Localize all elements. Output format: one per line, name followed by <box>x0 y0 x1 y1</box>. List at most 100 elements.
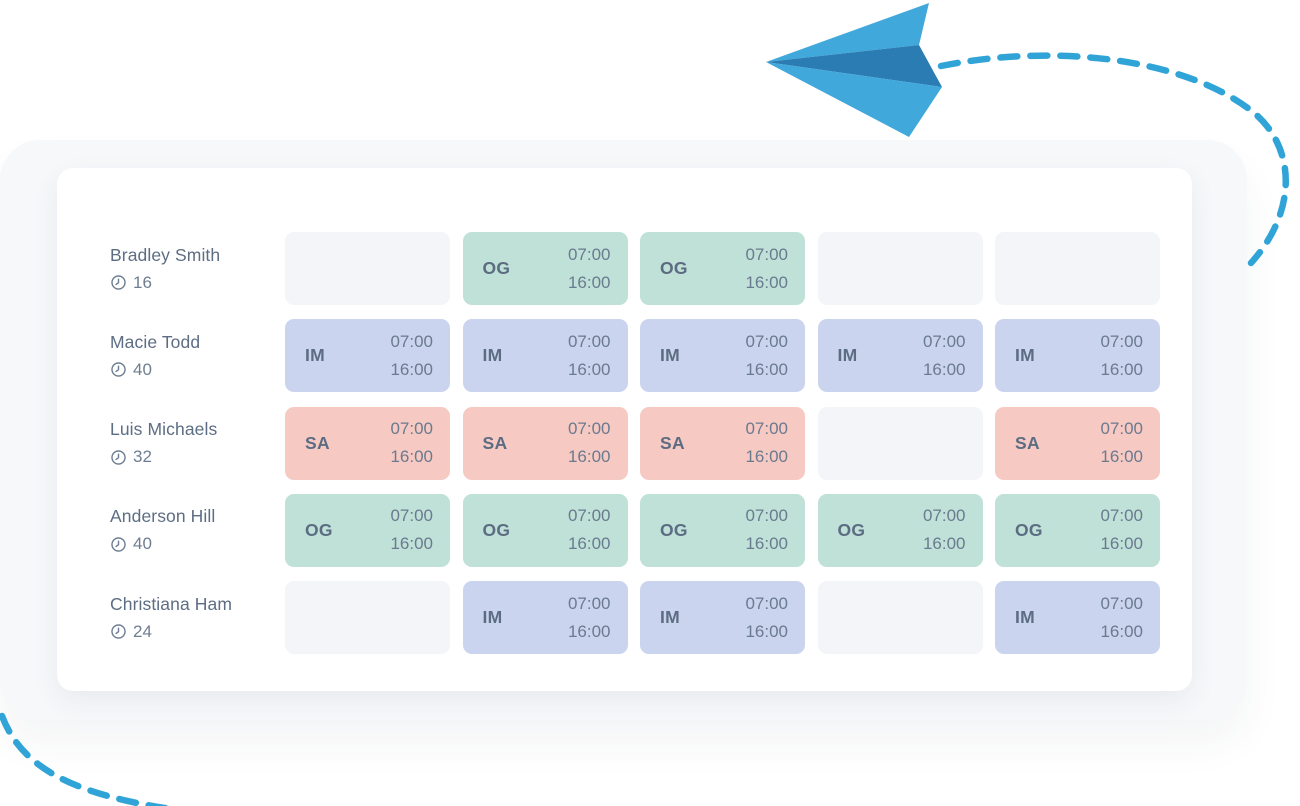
shift-cell[interactable]: OG 07:00 16:00 <box>817 493 983 567</box>
shift-times: 07:00 16:00 <box>568 328 611 384</box>
shift-cell[interactable] <box>817 232 983 305</box>
shift-end-time: 16:00 <box>390 534 433 554</box>
employee-name: Anderson Hill <box>110 506 216 527</box>
shift-cell[interactable]: OG 07:00 16:00 <box>285 493 450 567</box>
schedule-grid: Bradley Smith 16 OG 07:00 16:00 OG 07:00 1… <box>57 168 1192 655</box>
shift-cell[interactable] <box>817 581 983 655</box>
shift-cell[interactable] <box>285 232 450 305</box>
shift-cell[interactable] <box>817 406 983 480</box>
shift-code-label: OG <box>482 258 511 278</box>
shift-start-time: 07:00 <box>390 506 433 526</box>
employee-hours: 16 <box>110 273 273 293</box>
shift-end-time: 16:00 <box>745 534 788 554</box>
employee-name: Christiana Ham <box>110 593 232 614</box>
shift-times: 07:00 16:00 <box>390 502 433 558</box>
shift-code-label: IM <box>660 607 681 628</box>
shift-code-label: IM <box>660 345 681 366</box>
shift-code-label: OG <box>660 258 688 278</box>
employee-hours: 32 <box>110 447 273 467</box>
employee-hours-value: 40 <box>133 359 152 379</box>
clock-icon <box>111 537 126 552</box>
employee-info: Bradley Smith 16 <box>110 232 273 305</box>
shift-end-time: 16:00 <box>567 359 611 379</box>
schedule-panel: Bradley Smith 16 OG 07:00 16:00 OG 07:00 1… <box>0 140 1247 720</box>
shift-code-label: IM <box>1015 607 1036 628</box>
shift-code-label: IM <box>305 345 326 366</box>
shift-end-time: 16:00 <box>390 447 433 467</box>
employee-hours-value: 16 <box>133 272 152 292</box>
shift-end-time: 16:00 <box>745 359 788 379</box>
employee-hours: 24 <box>110 622 273 642</box>
shift-end-time: 16:00 <box>567 534 611 554</box>
shift-end-time: 16:00 <box>745 447 788 467</box>
shift-code-label: OG <box>660 519 688 540</box>
shift-cell[interactable]: SA 07:00 16:00 <box>462 406 628 480</box>
shift-end-time: 16:00 <box>745 272 788 292</box>
dashed-trail-bottom <box>0 712 174 806</box>
clock-icon <box>111 449 126 465</box>
shift-cell[interactable] <box>285 581 450 655</box>
clock-icon <box>111 624 126 639</box>
shift-end-time: 16:00 <box>567 447 611 467</box>
shift-code-label: OG <box>837 519 866 540</box>
employee-info: Anderson Hill 40 <box>110 494 273 567</box>
shift-times: 07:00 16:00 <box>745 241 788 297</box>
shift-end-time: 16:00 <box>1100 447 1143 467</box>
shift-code-label: IM <box>482 345 503 366</box>
shift-times: 07:00 16:00 <box>1100 590 1143 646</box>
shift-start-time: 07:00 <box>745 244 788 264</box>
shift-end-time: 16:00 <box>922 359 966 379</box>
shift-code-label: OG <box>305 519 333 540</box>
shift-times: 07:00 16:00 <box>568 415 611 471</box>
employee-name: Luis Michaels <box>110 419 218 440</box>
employee-name: Macie Todd <box>110 331 201 352</box>
shift-start-time: 07:00 <box>1100 593 1143 613</box>
paper-plane-icon <box>766 3 942 137</box>
shift-cell[interactable]: OG 07:00 16:00 <box>640 232 805 305</box>
shift-cell[interactable]: IM 07:00 16:00 <box>995 581 1160 655</box>
shift-cell[interactable]: OG 07:00 16:00 <box>640 493 805 567</box>
employee-hours: 40 <box>110 360 273 380</box>
shift-start-time: 07:00 <box>567 244 611 264</box>
shift-start-time: 07:00 <box>922 506 966 526</box>
shift-start-time: 07:00 <box>745 506 788 526</box>
shift-start-time: 07:00 <box>567 419 611 439</box>
shift-end-time: 16:00 <box>1100 359 1143 379</box>
shift-start-time: 07:00 <box>567 331 611 351</box>
shift-code-label: IM <box>837 345 858 366</box>
shift-end-time: 16:00 <box>922 534 966 554</box>
shift-code-label: IM <box>1015 345 1036 366</box>
shift-cell[interactable]: IM 07:00 16:00 <box>462 319 628 393</box>
shift-start-time: 07:00 <box>1100 506 1143 526</box>
employee-name: Bradley Smith <box>110 244 221 265</box>
shift-code-label: OG <box>1015 519 1043 540</box>
shift-cell[interactable] <box>995 232 1160 305</box>
shift-end-time: 16:00 <box>1100 621 1143 641</box>
shift-end-time: 16:00 <box>390 359 433 379</box>
employee-info: Christiana Ham 24 <box>110 581 273 654</box>
shift-end-time: 16:00 <box>745 621 788 641</box>
shift-code-label: SA <box>482 432 508 453</box>
shift-start-time: 07:00 <box>567 593 611 613</box>
schedule-card: Bradley Smith 16 OG 07:00 16:00 OG 07:00 1… <box>57 168 1192 691</box>
